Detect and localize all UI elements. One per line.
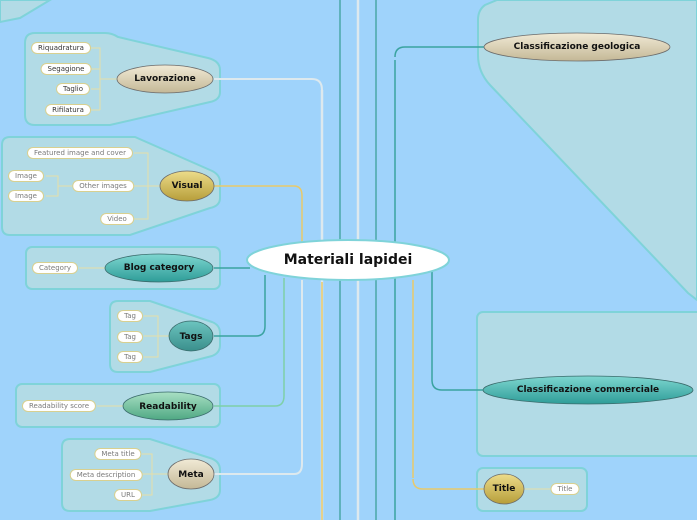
panel-classificazione-geologica: [477, 0, 697, 302]
node-visual[interactable]: Visual: [171, 181, 203, 191]
node-shape-tags: [168, 320, 214, 352]
central-node-shape: [246, 239, 450, 281]
node-shape-blog-category: [104, 253, 214, 283]
node-shape-classificazione-geologica: [483, 32, 671, 62]
leaf-tag-3[interactable]: Tag: [117, 351, 143, 363]
leaf-riquadratura[interactable]: Riquadratura: [31, 42, 91, 54]
node-shape-title: [483, 473, 525, 505]
leaf-video[interactable]: Video: [100, 213, 134, 225]
leaf-readability-score[interactable]: Readability score: [21, 400, 97, 412]
leaf-meta-description[interactable]: Meta description: [69, 469, 143, 481]
node-shape-visual: [159, 170, 215, 202]
node-meta[interactable]: Meta: [178, 470, 204, 480]
branch-connectors: [214, 46, 484, 490]
node-readability[interactable]: Readability: [139, 402, 197, 412]
leaf-image-2[interactable]: Image: [8, 190, 44, 202]
leaf-title[interactable]: Title: [550, 483, 580, 495]
node-shape-classificazione-commerciale: [482, 375, 694, 405]
node-tags[interactable]: Tags: [179, 332, 203, 342]
node-shape-meta: [167, 458, 215, 490]
node-title[interactable]: Title: [492, 484, 516, 494]
node-lavorazione[interactable]: Lavorazione: [134, 74, 196, 84]
node-classificazione-commerciale[interactable]: Classificazione commerciale: [516, 385, 660, 395]
child-connectors: [46, 47, 551, 496]
leaf-taglio[interactable]: Taglio: [55, 83, 91, 95]
partial-panel-top-left: [0, 0, 52, 24]
node-shape-readability: [122, 391, 214, 421]
leaf-category[interactable]: Category: [32, 262, 78, 274]
node-shape-lavorazione: [116, 64, 214, 94]
node-classificazione-geologica[interactable]: Classificazione geologica: [513, 42, 641, 52]
leaf-meta-title[interactable]: Meta title: [94, 448, 142, 460]
leaf-tag-1[interactable]: Tag: [117, 310, 143, 322]
leaf-rifilatura[interactable]: Rifilatura: [45, 104, 91, 116]
leaf-segagione[interactable]: Segagione: [40, 63, 92, 75]
leaf-url[interactable]: URL: [114, 489, 142, 501]
leaf-other-images[interactable]: Other images: [72, 180, 134, 192]
node-blog-category[interactable]: Blog category: [123, 263, 195, 273]
leaf-image-1[interactable]: Image: [8, 170, 44, 182]
leaf-featured-image[interactable]: Featured image and cover: [26, 147, 134, 159]
central-topic[interactable]: Materiali lapidei: [283, 252, 413, 268]
leaf-tag-2[interactable]: Tag: [117, 331, 143, 343]
